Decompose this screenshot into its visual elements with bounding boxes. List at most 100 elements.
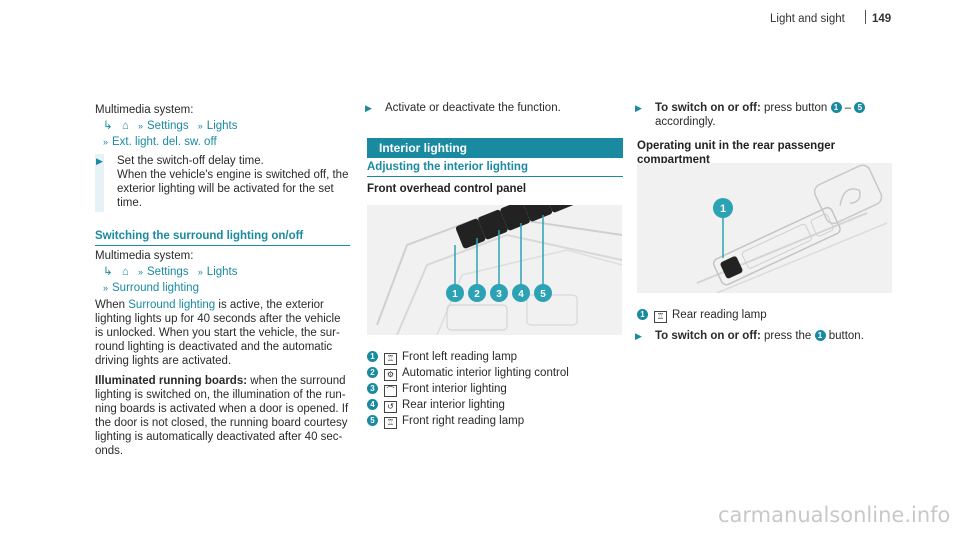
step-line: exterior lighting will be activated for … [117, 183, 334, 195]
boards-line: when the surround [247, 375, 346, 387]
path-item: Ext. light. del. sw. off [112, 136, 217, 148]
figure-callout-4: 4 [518, 289, 524, 300]
rear-interior-light-icon: ↺ [384, 401, 397, 413]
sub-heading: Front overhead control panel [367, 183, 527, 195]
chevron-right-icon: » [103, 283, 109, 293]
para-text: When [95, 299, 129, 311]
step-switch-rear: ▶ To switch on or off: press the 1 butto… [635, 329, 893, 345]
step-label: To switch on or off: [655, 102, 761, 114]
watermark: carmanualsonline.info [718, 503, 951, 527]
section-heading-surround: Switching the surround lighting on/off [95, 229, 350, 246]
legend-text: Front right reading lamp [402, 415, 525, 427]
legend-num: 4 [367, 399, 378, 410]
multimedia-intro: Multimedia system: [95, 104, 194, 116]
step-arrow-icon: ▶ [96, 156, 103, 166]
para-line: lighting lights up for 40 seconds after … [95, 313, 341, 325]
step-arrow-icon: ▶ [365, 103, 372, 113]
para-highlight: Surround lighting [128, 299, 216, 311]
step-dash: – [841, 102, 855, 114]
legend-text: Rear reading lamp [672, 309, 767, 321]
legend-text: Automatic interior lighting control [402, 367, 569, 379]
section-heading-interior: Adjusting the interior lighting [367, 160, 623, 177]
rear-unit-illustration: 1 [637, 163, 892, 293]
reading-lamp-icon: ♖ [384, 417, 397, 429]
running-header: Light and sight [770, 13, 845, 25]
boards-line: lighting is switched on, the illuminatio… [95, 389, 346, 401]
legend-num: 2 [367, 367, 378, 378]
reading-lamp-icon: ♖ [384, 353, 397, 365]
front-interior-light-icon: ⌒ [384, 385, 397, 397]
legend-text: Front left reading lamp [402, 351, 518, 363]
step-line: time. [117, 197, 142, 209]
step-arrow-icon: ▶ [635, 331, 642, 341]
step-set-delay: ▶ Set the switch-off delay time. When th… [95, 154, 350, 212]
chevron-right-icon: » [103, 137, 109, 147]
legend-item: 2 ⚙ Automatic interior lighting control [367, 366, 569, 382]
chevron-right-icon: » [197, 121, 203, 131]
figure-callout-1: 1 [452, 289, 458, 300]
path-settings: Settings [147, 266, 189, 278]
legend-num: 1 [367, 351, 378, 362]
legend-item: 1 ♖ Front left reading lamp [367, 350, 569, 366]
step-arrow-icon: ▶ [635, 103, 642, 113]
step-text: button. [825, 330, 864, 342]
step-activate: ▶ Activate or deactivate the function. [365, 101, 623, 117]
chevron-right-icon: » [138, 121, 144, 131]
legend-num: 3 [367, 383, 378, 394]
para-line: driving lights are activated. [95, 355, 232, 367]
step-text: accordingly. [655, 116, 716, 128]
menu-path-1: ↳ ⌂ »Settings »Lights [103, 119, 237, 133]
path-item: Surround lighting [112, 282, 199, 294]
boards-line: ning boards is activated when a door is … [95, 403, 349, 415]
surround-paragraph: When Surround lighting is active, the ex… [95, 298, 340, 368]
header-divider [865, 10, 866, 24]
figure-callout-5: 5 [540, 289, 546, 300]
para-line: is unlocked. When you start the vehicle,… [95, 327, 340, 339]
callout-num: 5 [854, 102, 866, 113]
legend-num: 1 [637, 309, 648, 320]
legend-text: Rear interior lighting [402, 399, 505, 411]
menu-path-1-item: »Ext. light. del. sw. off [103, 135, 217, 149]
figure-callout-2: 2 [474, 289, 480, 300]
legend-text: Front interior lighting [402, 383, 507, 395]
path-settings: Settings [147, 120, 189, 132]
step-line: When the vehicle's engine is switched of… [117, 169, 349, 181]
callout-num: 1 [830, 102, 842, 113]
legend-num: 5 [367, 415, 378, 426]
step-text: press button [760, 102, 831, 114]
home-icon: ⌂ [121, 266, 129, 278]
step-text: Activate or deactivate the function. [385, 102, 561, 114]
callout-num: 1 [814, 330, 826, 341]
boards-paragraph: Illuminated running boards: when the sur… [95, 374, 348, 458]
path-arrow-icon: ↳ [103, 120, 113, 132]
legend-item: 4 ↺ Rear interior lighting [367, 398, 569, 414]
step-text: press the [760, 330, 815, 342]
path-arrow-icon: ↳ [103, 266, 113, 278]
para-line: round lighting is deactivated and the au… [95, 341, 333, 353]
menu-path-2: ↳ ⌂ »Settings »Lights [103, 265, 237, 279]
boards-label: Illuminated running boards: [95, 375, 248, 387]
step-line: Set the switch-off delay time. [117, 155, 264, 167]
legend-front: 1 ♖ Front left reading lamp 2 ⚙ Automatic in… [367, 350, 569, 430]
step-bar [95, 154, 104, 212]
para-text: is active, the exterior [215, 299, 324, 311]
reading-lamp-icon: ♖ [654, 311, 667, 323]
rear-unit-figure: 1 [637, 163, 892, 293]
boards-line: onds. [95, 445, 124, 457]
boards-line: the door is not closed, the running boar… [95, 417, 348, 429]
overhead-panel-illustration: 1 2 3 4 5 [367, 205, 622, 335]
legend-item: 3 ⌒ Front interior lighting [367, 382, 569, 398]
path-lights: Lights [206, 120, 238, 132]
auto-lighting-icon: ⚙ [384, 369, 397, 381]
chevron-right-icon: » [138, 267, 144, 277]
overhead-panel-figure: 1 2 3 4 5 [367, 205, 622, 335]
path-lights: Lights [206, 266, 238, 278]
chevron-right-icon: » [197, 267, 203, 277]
figure-callout-3: 3 [496, 289, 502, 300]
step-label: To switch on or off: [655, 330, 761, 342]
page-number: 149 [872, 13, 892, 25]
menu-path-2-item: »Surround lighting [103, 281, 199, 295]
legend-item: 5 ♖ Front right reading lamp [367, 414, 569, 430]
boards-line: lighting is automatically deactivated af… [95, 431, 343, 443]
step-switch: ▶ To switch on or off: press button 1 – … [635, 101, 893, 131]
